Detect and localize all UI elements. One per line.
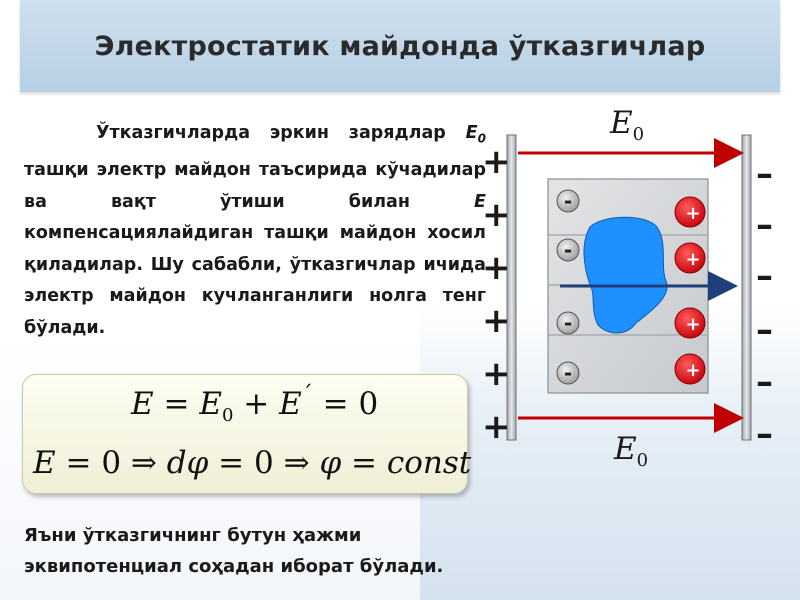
body-paragraph: Ўтказгичларда эркин зарядлар E0 ташқи эл… — [24, 118, 486, 344]
title-bar: Электростатик майдонда ўтказгичлар — [20, 0, 780, 92]
field-label-top: E0 — [610, 105, 645, 146]
plus-sign-1: + — [482, 142, 511, 182]
plus-sign-3: + — [482, 248, 511, 288]
paragraph-lead: Ўтказгичларда эркин зарядлар — [96, 123, 446, 143]
neg-sign-2: - — [564, 238, 572, 262]
paragraph-mid: ташқи электр майдон таъсирида кўчадилар … — [24, 160, 486, 212]
pos-sign-3: + — [685, 314, 700, 335]
pos-sign-4: + — [685, 360, 700, 381]
symbol-e0: E0 — [465, 123, 486, 146]
neg-sign-3: - — [564, 311, 572, 335]
minus-sign-4: – — [756, 310, 773, 350]
positive-charge-3 — [674, 307, 706, 339]
symbol-e: E — [474, 191, 486, 212]
negative-charge-2 — [556, 238, 580, 262]
minus-sign-5: – — [756, 362, 773, 402]
formula-line-2: E = 0 ⇒ dφ = 0 ⇒ φ = const — [33, 445, 472, 481]
minus-sign-6: – — [756, 414, 773, 454]
plus-sign-5: + — [482, 354, 511, 394]
positive-charge-2 — [674, 242, 706, 274]
conductor-diagram: - - - - + + + + E0 E0 + + + + + + – – – … — [440, 95, 800, 475]
formula-box: E = E0 + E´ = 0 E = 0 ⇒ dφ = 0 ⇒ φ = con… — [22, 374, 472, 494]
plus-sign-4: + — [482, 301, 511, 341]
pos-sign-2: + — [685, 249, 700, 270]
negative-charge-3 — [556, 311, 580, 335]
formula-line-1: E = E0 + E´ = 0 — [131, 383, 379, 427]
right-plate — [741, 134, 752, 441]
diagram-svg: - - - - + + + + — [506, 134, 752, 441]
minus-sign-1: – — [756, 154, 773, 194]
field-label-bottom: E0 — [614, 431, 649, 472]
neg-sign-1: - — [564, 189, 572, 213]
minus-sign-3: – — [756, 256, 773, 296]
conclusion-text: Яъни ўтказгичнинг бутун ҳажми эквипотенц… — [24, 525, 444, 577]
paragraph-tail: компенсациялайдиган ташқи майдон хосил қ… — [24, 223, 486, 338]
negative-charge-4 — [556, 361, 580, 385]
slide-title: Электростатик майдонда ўтказгичлар — [94, 30, 706, 62]
pos-sign-1: + — [685, 203, 700, 224]
minus-sign-2: – — [756, 205, 773, 245]
positive-charge-4 — [674, 353, 706, 385]
plus-sign-6: + — [482, 407, 511, 447]
negative-charge-1 — [556, 189, 580, 213]
neg-sign-4: - — [564, 361, 572, 385]
left-plate — [506, 134, 517, 441]
positive-charge-1 — [674, 196, 706, 228]
plus-sign-2: + — [482, 195, 511, 235]
